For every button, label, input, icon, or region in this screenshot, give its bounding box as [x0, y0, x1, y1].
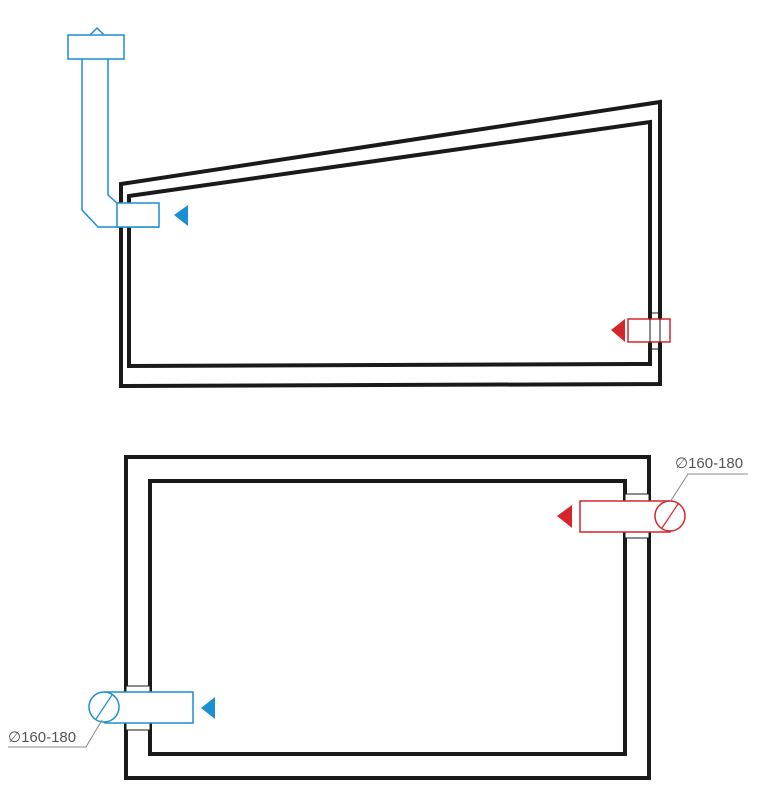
- side-view-supply-duct: [67, 26, 188, 228]
- supply-arrow-icon: [201, 697, 215, 719]
- plan-view: ∅160-180 ∅160-180: [8, 455, 748, 780]
- exhaust-wall-sleeve: [649, 312, 661, 350]
- duct-inner-edge: [107, 59, 118, 204]
- plan-view-supply-duct: [88, 685, 215, 731]
- supply-diameter-label: ∅160-180: [8, 729, 76, 746]
- exhaust-arrow-icon: [611, 319, 625, 342]
- supply-leader-line: [8, 719, 103, 748]
- exhaust-grille-box: [627, 318, 671, 343]
- plan-view-inner-wall: [148, 479, 627, 756]
- plan-view-outer-wall: [124, 455, 651, 780]
- exhaust-diameter-arrow: [661, 503, 679, 529]
- duct-cap-peak: [89, 26, 105, 36]
- supply-diameter-arrow: [95, 694, 113, 720]
- plan-view-exhaust-vent: [557, 493, 686, 539]
- exhaust-diameter-label: ∅160-180: [675, 455, 743, 472]
- supply-arrow-icon: [174, 205, 188, 226]
- side-view-exhaust-vent: [611, 312, 671, 350]
- supply-diameter-callout: ∅160-180: [8, 719, 103, 748]
- exhaust-diameter-callout: ∅160-180: [669, 455, 748, 503]
- duct-roof-cap: [67, 34, 125, 60]
- supply-inlet-box: [116, 202, 160, 228]
- exhaust-arrow-icon: [557, 505, 572, 528]
- side-view-inner-wall: [127, 119, 652, 369]
- exhaust-leader-line: [669, 473, 748, 503]
- side-view-outer-wall: [119, 99, 662, 389]
- side-view: [67, 26, 671, 389]
